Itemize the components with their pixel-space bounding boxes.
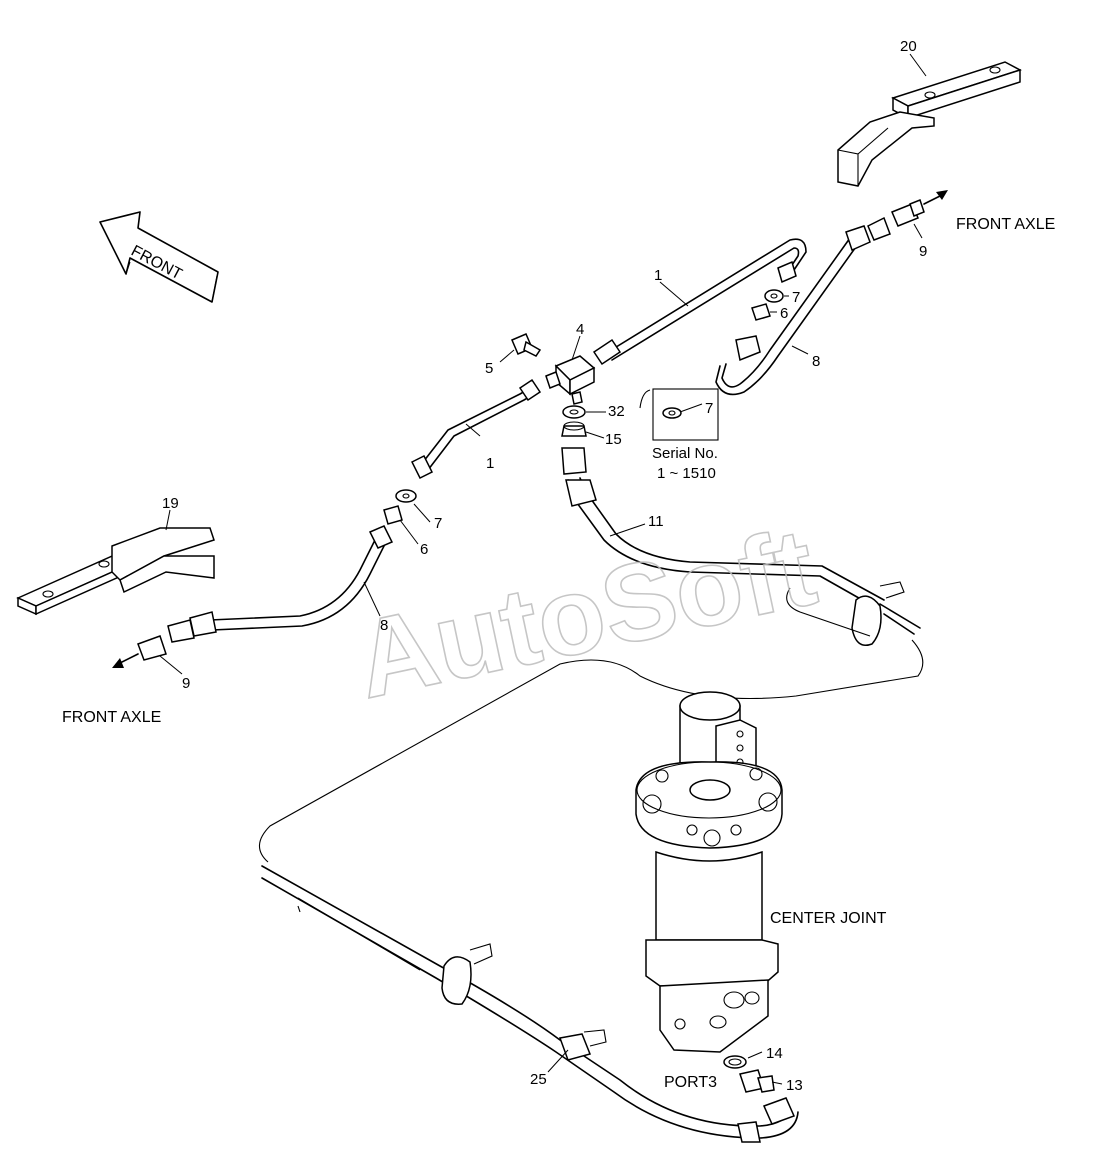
hose-11 [561, 447, 921, 646]
serial-inset: Serial No. 1 ~ 1510 [639, 388, 719, 482]
center-joint-label: CENTER JOINT [770, 910, 887, 927]
nut-6-right [751, 303, 771, 321]
serial-range: 1 ~ 1510 [657, 465, 716, 482]
callout-4: 4 [576, 321, 584, 338]
adapter-13 [739, 1069, 775, 1093]
washer-7-right [764, 289, 784, 303]
pipe-1-left [410, 378, 542, 480]
bracket-19 [16, 527, 215, 616]
serial-title: Serial No. [652, 445, 718, 462]
nipple-9-left [112, 635, 167, 668]
callout-7-left: 7 [434, 515, 442, 532]
nut-6-left [383, 505, 403, 525]
callout-25: 25 [530, 1071, 547, 1088]
nipple-9-right [891, 190, 948, 227]
callout-8-right: 8 [812, 353, 820, 370]
callout-11: 11 [648, 513, 664, 530]
nut-15 [561, 421, 587, 437]
callout-19: 19 [162, 495, 179, 512]
callout-9-left: 9 [182, 675, 190, 692]
port3-label: PORT3 [664, 1074, 717, 1091]
pipe-1-right [592, 238, 807, 366]
callout-1-upper: 1 [654, 267, 662, 284]
front-axle-label-right: FRONT AXLE [956, 216, 1055, 233]
callout-6-right: 6 [780, 305, 788, 322]
oring-14 [723, 1055, 747, 1069]
callout-1-lower: 1 [486, 455, 494, 472]
callout-numbers: 1 1 4 5 32 15 7 11 7 6 8 9 7 6 8 9 19 20… [162, 38, 927, 1094]
callout-7-right: 7 [792, 289, 800, 306]
washer-32 [562, 405, 586, 419]
front-direction-arrow: FRONT [99, 211, 219, 303]
bracket-20 [837, 61, 1022, 187]
center-joint [635, 691, 783, 1053]
tee-fitting-4 [545, 355, 596, 405]
callout-5: 5 [485, 360, 493, 377]
hose-8-left [167, 525, 394, 643]
hose-8-right [715, 216, 891, 396]
callout-6-left: 6 [420, 541, 428, 558]
callout-20: 20 [900, 38, 917, 55]
callout-14: 14 [766, 1045, 783, 1062]
routing-outline [258, 639, 924, 863]
hose-25 [261, 865, 799, 1143]
callout-8-left: 8 [380, 617, 388, 634]
leader-lines [159, 53, 927, 1085]
watermark: AutoSoft [346, 505, 826, 722]
callout-32: 32 [608, 403, 625, 420]
plug-5 [511, 333, 542, 357]
callout-9-right: 9 [919, 243, 927, 260]
callout-15: 15 [605, 431, 622, 448]
callout-7-serial: 7 [705, 400, 713, 417]
callout-13: 13 [786, 1077, 803, 1094]
front-axle-label-left: FRONT AXLE [62, 709, 161, 726]
washer-7-left [395, 489, 417, 503]
